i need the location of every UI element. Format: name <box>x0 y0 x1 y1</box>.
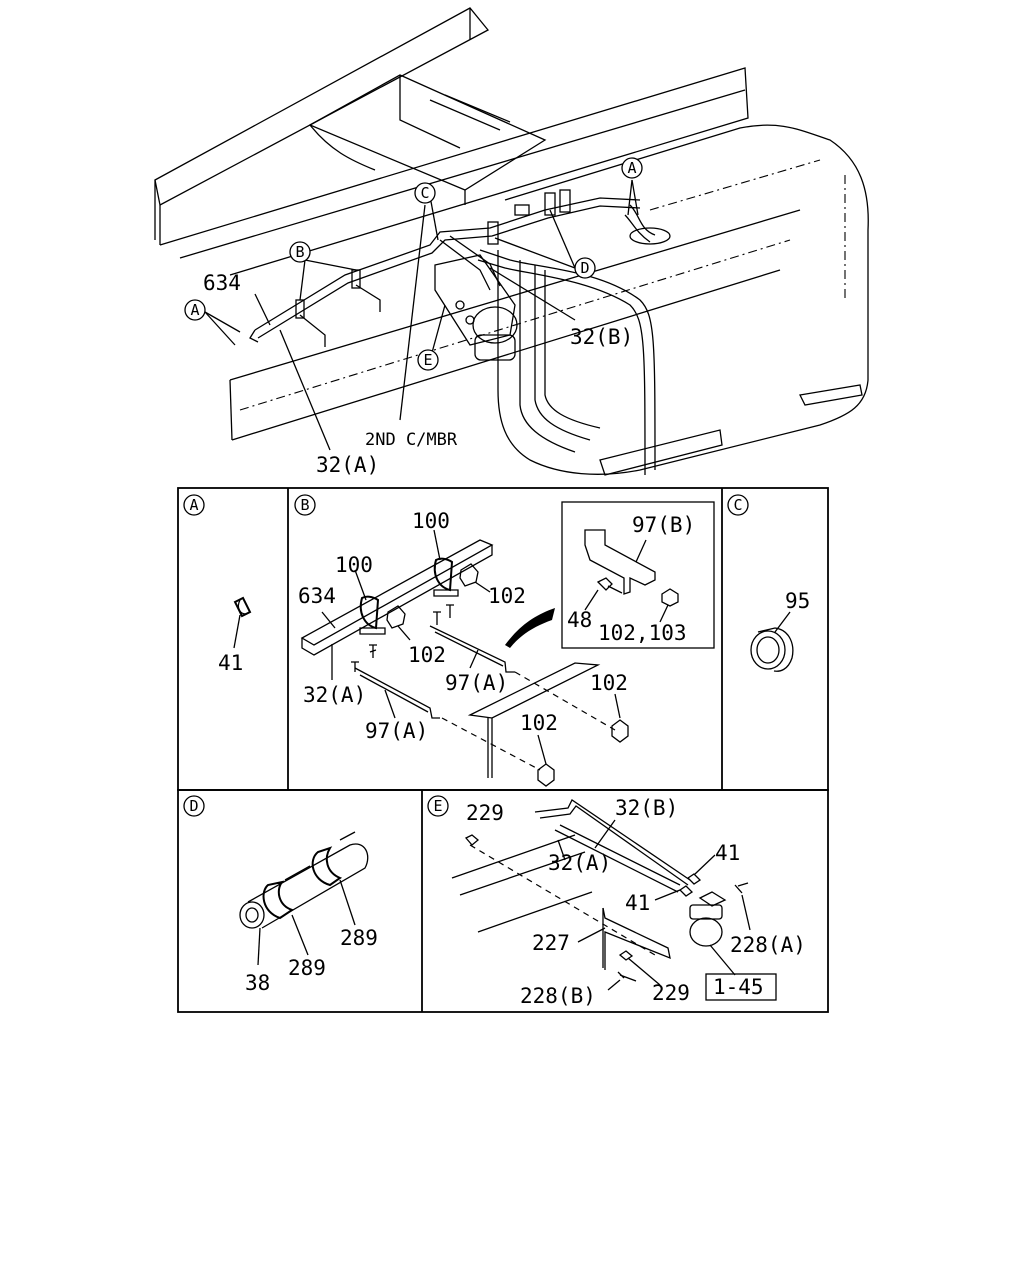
panel-b-callout[interactable]: B <box>294 494 316 516</box>
panel-e-label-229-top: 229 <box>466 801 504 825</box>
main-assembly-view: A A B C D E 634 32(A) 32(B) 2ND C/MBR <box>154 7 869 477</box>
panel-e-label-227: 227 <box>532 931 570 955</box>
panel-b-label-102-right: 102 <box>488 584 526 608</box>
inset-label-97b: 97(B) <box>632 513 695 537</box>
clamp-b-brackets <box>249 269 381 347</box>
panel-c-callout[interactable]: C <box>727 494 749 516</box>
label-2nd-cross-member: 2ND C/MBR <box>365 430 458 450</box>
panel-e-label-41-lower: 41 <box>625 891 650 915</box>
panel-e-label-228a: 228(A) <box>730 933 806 957</box>
panel-e-label-41-upper: 41 <box>715 841 740 865</box>
panel-d-detail: D 38 289 289 <box>183 795 378 995</box>
label-634-main: 634 <box>203 271 241 295</box>
svg-text:B: B <box>295 243 304 261</box>
detail-panels-frame <box>177 487 829 1013</box>
fuel-tank <box>497 124 869 476</box>
panel-b-detail: B <box>294 494 715 787</box>
svg-text:A: A <box>189 496 198 514</box>
panel-d-label-38: 38 <box>245 971 270 995</box>
panel-e-detail: E 229 <box>427 795 806 1008</box>
panel-b-label-97a-low: 97(A) <box>365 719 428 743</box>
svg-text:A: A <box>627 159 636 177</box>
callout-c-main[interactable]: C <box>414 182 436 204</box>
panel-b-label-634: 634 <box>298 584 336 608</box>
panel-b-label-100-mid: 100 <box>335 553 373 577</box>
callout-e-main[interactable]: E <box>417 349 439 371</box>
frame-side-member-front <box>159 67 801 441</box>
svg-text:D: D <box>580 259 589 277</box>
panel-e-label-228b: 228(B) <box>520 984 596 1008</box>
panel-d-callout[interactable]: D <box>183 795 205 817</box>
panel-b-label-97a-mid: 97(A) <box>445 671 508 695</box>
clamp-d-region <box>487 189 571 245</box>
panel-b-label-102-frame-upper: 102 <box>590 671 628 695</box>
inset-label-48: 48 <box>567 608 592 632</box>
panel-a-detail: A 41 <box>183 494 252 675</box>
panel-b-label-102-mid: 102 <box>408 643 446 667</box>
panel-a-callout[interactable]: A <box>183 494 205 516</box>
svg-text:E: E <box>433 797 442 815</box>
panel-b-label-32a: 32(A) <box>303 683 366 707</box>
panel-c-label-95: 95 <box>785 589 810 613</box>
panel-e-label-32b: 32(B) <box>615 796 678 820</box>
panel-b-label-102-frame-lower: 102 <box>520 711 558 735</box>
inset-label-102-103: 102,103 <box>598 621 687 645</box>
label-32a-main: 32(A) <box>316 453 379 477</box>
svg-text:E: E <box>423 351 432 369</box>
svg-text:A: A <box>190 301 199 319</box>
panel-e-callout[interactable]: E <box>427 795 449 817</box>
callout-a-left[interactable]: A <box>184 299 206 321</box>
panel-d-label-289-right: 289 <box>340 926 378 950</box>
panel-e-ref-1-45[interactable]: 1-45 <box>713 975 764 999</box>
svg-text:C: C <box>733 496 742 514</box>
panel-c-detail: C 95 <box>727 494 810 672</box>
callout-b-main[interactable]: B <box>289 241 311 263</box>
panel-d-label-289-left: 289 <box>288 956 326 980</box>
panel-b-label-100-top: 100 <box>412 509 450 533</box>
callout-d-main[interactable]: D <box>574 257 596 279</box>
label-32b-main: 32(B) <box>570 325 633 349</box>
panel-e-label-32a: 32(A) <box>548 851 611 875</box>
panel-e-label-229-bottom: 229 <box>652 981 690 1005</box>
fuel-filter-assembly <box>434 254 518 361</box>
svg-text:B: B <box>300 496 309 514</box>
callout-a-main[interactable]: A <box>621 157 643 179</box>
svg-text:D: D <box>189 797 198 815</box>
main-leader-lines <box>204 179 639 451</box>
svg-text:C: C <box>420 184 429 202</box>
frame-side-member-rear <box>154 7 490 245</box>
panel-a-label-41: 41 <box>218 651 243 675</box>
